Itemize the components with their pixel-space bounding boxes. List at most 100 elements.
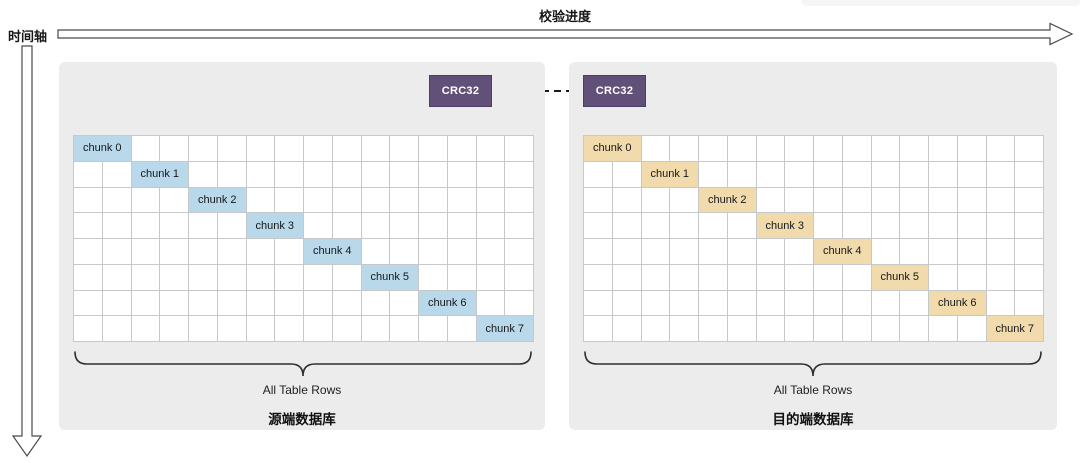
grid-cell	[304, 290, 333, 317]
grid-cell	[957, 316, 987, 342]
grid-cell	[332, 213, 362, 239]
grid-cell	[102, 187, 132, 214]
grid-cell	[699, 213, 728, 239]
grid-cell	[670, 290, 699, 317]
grid-cell	[131, 290, 161, 317]
grid-cell	[814, 136, 843, 162]
grid-cell	[929, 187, 958, 214]
grid-cell	[814, 264, 843, 291]
grid-cell	[986, 136, 1016, 162]
grid-cell	[332, 290, 362, 317]
grid-cell	[641, 290, 671, 317]
grid-cell	[217, 239, 247, 265]
grid-cell	[670, 136, 699, 162]
grid-cell	[246, 264, 276, 291]
grid-cell	[727, 213, 757, 239]
grid-cell	[160, 136, 189, 162]
grid-cell	[74, 264, 103, 291]
grid-cell	[131, 213, 161, 239]
grid-cell	[756, 290, 786, 317]
grid-cell	[814, 213, 843, 239]
grid-cell	[447, 316, 477, 342]
grid-cell	[900, 136, 929, 162]
grid-cell	[641, 316, 671, 342]
grid-cell	[189, 213, 218, 239]
grid-cell	[986, 239, 1016, 265]
grid-cell	[929, 316, 958, 342]
grid-cell	[304, 264, 333, 291]
grid-cell	[246, 136, 276, 162]
grid-cell	[929, 136, 958, 162]
grid-cell	[275, 161, 304, 188]
grid-cell	[275, 136, 304, 162]
chunk-cell: chunk 3	[756, 213, 814, 239]
grid-cell	[217, 213, 247, 239]
grid-cell	[756, 161, 786, 188]
grid-cell	[670, 213, 699, 239]
grid-cell	[1015, 213, 1044, 239]
cropped-toolbar-remnant	[802, 0, 1080, 6]
grid-cell	[612, 161, 642, 188]
grid-cell	[419, 316, 448, 342]
grid-cell	[447, 239, 477, 265]
grid-cell	[929, 264, 958, 291]
target-panel-title: 目的端数据库	[772, 412, 854, 427]
grid-cell	[390, 290, 419, 317]
grid-cell	[505, 264, 534, 291]
grid-cell	[332, 136, 362, 162]
grid-cell	[699, 239, 728, 265]
grid-cell	[447, 161, 477, 188]
grid-cell	[584, 290, 613, 317]
grid-cell	[957, 187, 987, 214]
grid-cell	[584, 187, 613, 214]
grid-cell	[304, 187, 333, 214]
grid-cell	[612, 187, 642, 214]
grid-cell	[1015, 239, 1044, 265]
target-brace	[584, 351, 1042, 377]
grid-cell	[419, 187, 448, 214]
grid-cell	[447, 187, 477, 214]
time-axis-arrow	[11, 45, 43, 458]
target-crc32-box: CRC32	[583, 75, 646, 107]
grid-cell	[189, 316, 218, 342]
grid-cell	[871, 213, 901, 239]
grid-cell	[447, 136, 477, 162]
grid-cell	[390, 161, 419, 188]
grid-cell	[842, 316, 872, 342]
grid-cell	[476, 187, 506, 214]
grid-cell	[957, 161, 987, 188]
grid-cell	[1015, 136, 1044, 162]
grid-cell	[900, 239, 929, 265]
grid-cell	[612, 264, 642, 291]
source-crc32-box: CRC32	[429, 75, 492, 107]
grid-cell	[641, 136, 671, 162]
grid-cell	[275, 187, 304, 214]
grid-cell	[189, 161, 218, 188]
grid-cell	[699, 136, 728, 162]
grid-cell	[986, 264, 1016, 291]
source-rows-label: All Table Rows	[262, 383, 342, 397]
grid-cell	[189, 290, 218, 317]
chunk-cell: chunk 2	[699, 187, 757, 214]
grid-cell	[102, 264, 132, 291]
grid-cell	[246, 187, 276, 214]
grid-cell	[785, 136, 814, 162]
grid-cell	[871, 136, 901, 162]
grid-cell	[1015, 187, 1044, 214]
grid-cell	[419, 213, 448, 239]
grid-cell	[929, 239, 958, 265]
grid-cell	[727, 161, 757, 188]
grid-cell	[332, 264, 362, 291]
grid-cell	[957, 136, 987, 162]
time-axis-label: 时间轴	[8, 29, 48, 44]
grid-cell	[814, 316, 843, 342]
grid-cell	[304, 136, 333, 162]
grid-cell	[584, 239, 613, 265]
grid-cell	[670, 264, 699, 291]
grid-cell	[900, 316, 929, 342]
grid-cell	[727, 290, 757, 317]
grid-cell	[756, 136, 786, 162]
grid-cell	[275, 290, 304, 317]
